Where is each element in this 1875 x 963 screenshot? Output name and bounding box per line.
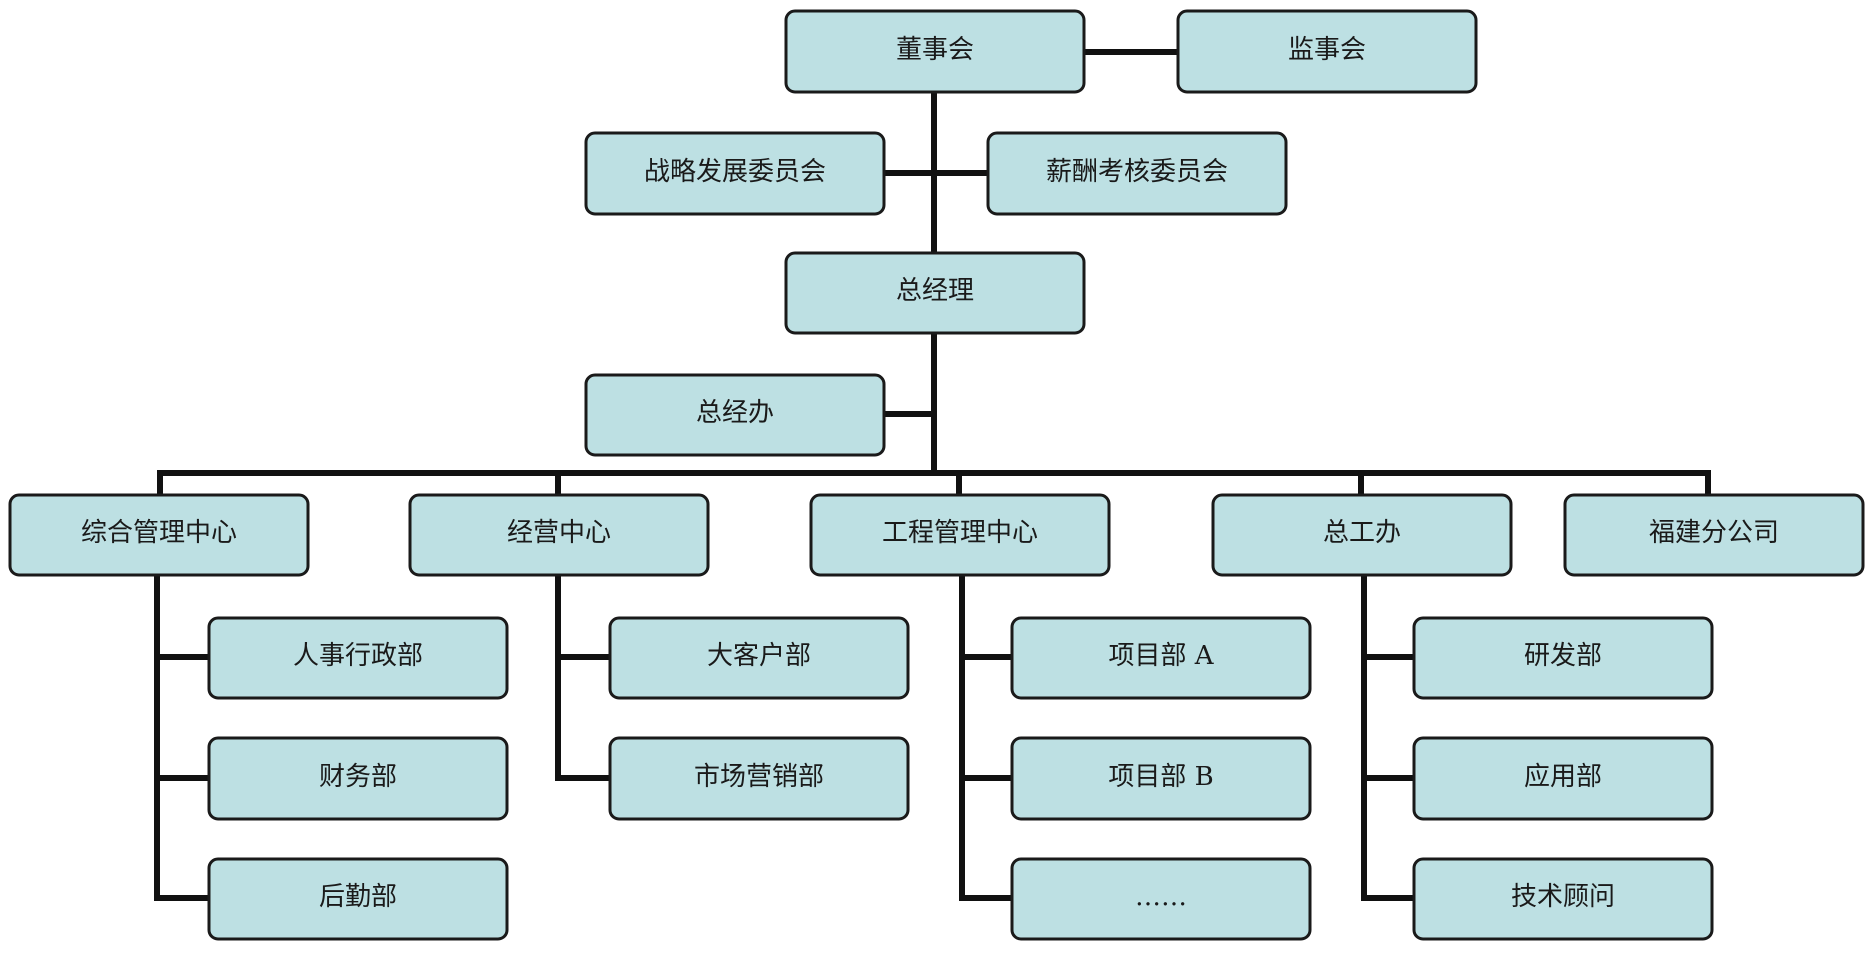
node-supervisors: 监事会 [1176,9,1478,94]
node-tech-consultant: 技术顾问 [1412,857,1714,941]
node-label: 战略发展委员会 [644,157,826,187]
node-box [1211,493,1513,577]
node-hr-admin: 人事行政部 [207,616,509,700]
node-board: 董事会 [784,9,1086,94]
node-project-more: …… [1010,857,1312,941]
node-box [408,493,710,577]
node-box [207,616,509,700]
node-label: 财务部 [319,762,397,792]
node-label: 经营中心 [507,518,611,548]
node-label: …… [1135,882,1187,912]
node-label: 大客户部 [707,641,811,671]
node-box [784,9,1086,94]
node-box [207,857,509,941]
node-label: 技术顾问 [1511,882,1615,912]
node-label: 项目部 A [1108,641,1214,671]
node-box [207,736,509,821]
node-box [1412,857,1714,941]
node-box [1010,736,1312,821]
node-label: 人事行政部 [293,641,423,671]
node-compensation-committee: 薪酬考核委员会 [986,131,1288,216]
node-label: 董事会 [896,35,974,65]
node-box [1010,857,1312,941]
node-box [584,131,886,216]
node-admin-center: 综合管理中心 [8,493,310,577]
node-box [608,616,910,700]
node-general-manager: 总经理 [784,251,1086,335]
node-box [1563,493,1865,577]
node-box [986,131,1288,216]
node-box [1412,616,1714,700]
node-logistics: 后勤部 [207,857,509,941]
connectors [154,49,1711,901]
node-box [809,493,1111,577]
node-label: 福建分公司 [1649,518,1779,548]
node-application: 应用部 [1412,736,1714,821]
node-label: 研发部 [1524,641,1602,671]
node-finance: 财务部 [207,736,509,821]
node-label: 市场营销部 [694,762,824,792]
node-box [584,373,886,457]
node-box [608,736,910,821]
node-box [784,251,1086,335]
node-box [1412,736,1714,821]
node-gm-office: 总经办 [584,373,886,457]
node-box [1010,616,1312,700]
node-engineering-center: 工程管理中心 [809,493,1111,577]
node-strategy-committee: 战略发展委员会 [584,131,886,216]
node-label: 总经办 [696,398,774,428]
node-label: 总经理 [896,276,974,306]
node-project-b: 项目部 B [1010,736,1312,821]
node-rnd: 研发部 [1412,616,1714,700]
node-label: 薪酬考核委员会 [1046,157,1228,187]
node-box [8,493,310,577]
node-box [1176,9,1478,94]
node-label: 项目部 B [1108,762,1213,792]
node-chief-engineer-office: 总工办 [1211,493,1513,577]
node-marketing: 市场营销部 [608,736,910,821]
node-label: 后勤部 [319,882,397,912]
node-business-center: 经营中心 [408,493,710,577]
node-label: 总工办 [1323,518,1401,548]
node-label: 工程管理中心 [882,518,1038,548]
node-label: 综合管理中心 [81,518,237,548]
node-key-accounts: 大客户部 [608,616,910,700]
node-label: 应用部 [1524,762,1602,792]
node-label: 监事会 [1288,35,1366,65]
node-fujian-branch: 福建分公司 [1563,493,1865,577]
node-project-a: 项目部 A [1010,616,1312,700]
